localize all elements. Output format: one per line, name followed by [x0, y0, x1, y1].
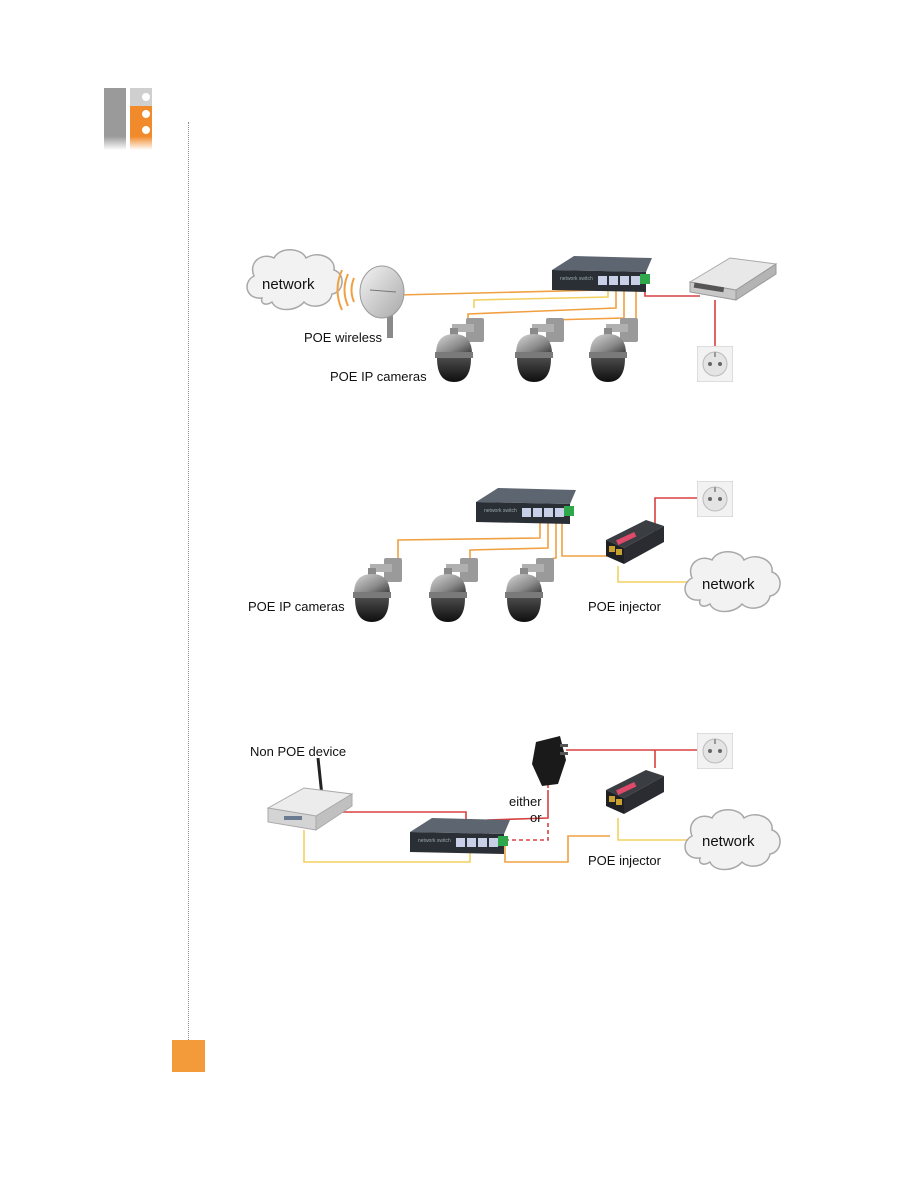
- diagram-2: network POE IP cameras POE injector: [248, 481, 781, 622]
- poe-injector-label-3: POE injector: [588, 853, 662, 868]
- page-number-box: [172, 1040, 205, 1072]
- poe-ip-cameras-label-2: POE IP cameras: [248, 599, 345, 614]
- non-poe-device-label: Non POE device: [250, 744, 346, 759]
- diagram-3: Non POE device either or network POE inj…: [250, 733, 781, 871]
- network-cloud-1: [246, 249, 343, 311]
- poe-wireless-antenna: [359, 265, 405, 338]
- network-label-3: network: [702, 833, 755, 850]
- poe-injector-label-2: POE injector: [588, 599, 662, 614]
- margin-dotted-line: [188, 122, 189, 1042]
- network-cloud-2: [684, 551, 781, 613]
- network-switch-3: [410, 818, 510, 854]
- wall-socket-1: [697, 346, 733, 382]
- wall-socket-3: [697, 733, 733, 769]
- power-supply-unit: [688, 257, 778, 301]
- power-adapter: [532, 736, 568, 786]
- ip-camera-2c: [505, 558, 554, 622]
- network-switch-1: [552, 256, 652, 292]
- poe-injector-3: [606, 770, 664, 814]
- poe-injector-2: [606, 520, 664, 564]
- either-label: either: [509, 794, 542, 809]
- non-poe-router: [266, 757, 354, 831]
- ip-camera-2a: [353, 558, 402, 622]
- poe-wireless-label: POE wireless: [304, 330, 383, 345]
- network-label-1: network: [262, 276, 315, 293]
- wall-socket-2: [697, 481, 733, 517]
- network-switch-2: [476, 488, 576, 524]
- ip-camera-1b: [515, 318, 564, 382]
- brand-logo: [104, 88, 152, 150]
- network-label-2: network: [702, 576, 755, 593]
- network-cloud-3: [684, 809, 781, 871]
- ip-camera-2b: [429, 558, 478, 622]
- diagram-1: network POE wireless POE IP cameras: [246, 249, 778, 384]
- ip-camera-1a: [435, 318, 484, 382]
- wireless-icon: [336, 269, 355, 311]
- ip-camera-1c: [589, 318, 638, 382]
- poe-ip-cameras-label-1: POE IP cameras: [330, 369, 427, 384]
- or-label: or: [530, 810, 542, 825]
